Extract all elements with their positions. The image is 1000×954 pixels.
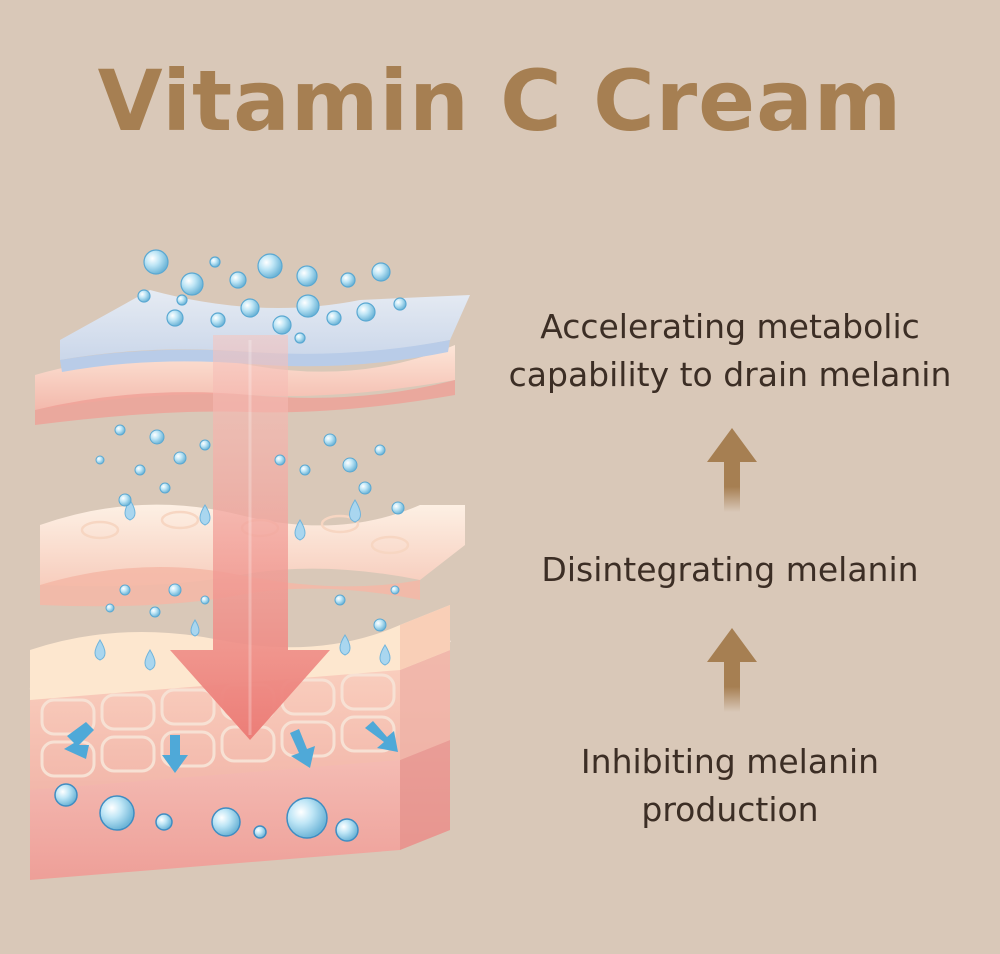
molecule-bubble-icon xyxy=(390,585,400,595)
cell-icon xyxy=(160,730,216,768)
molecule-bubble-icon xyxy=(391,501,405,515)
molecule-bubble-icon xyxy=(200,595,210,605)
step-text-line: Disintegrating melanin xyxy=(541,550,919,589)
molecule-bubble-icon xyxy=(54,783,78,807)
molecule-bubble-icon xyxy=(119,584,131,596)
molecule-bubble-icon xyxy=(114,424,126,436)
droplet-icon xyxy=(294,519,306,541)
molecule-bubble-icon xyxy=(342,457,358,473)
molecule-bubble-icon xyxy=(149,429,165,445)
molecule-bubble-icon xyxy=(257,253,283,279)
molecule-bubble-icon xyxy=(118,493,132,507)
droplet-icon xyxy=(94,639,106,661)
molecule-bubble-icon xyxy=(180,272,204,296)
molecule-bubble-icon xyxy=(166,309,184,327)
down-arrow-icon xyxy=(170,335,330,740)
molecule-bubble-icon xyxy=(229,271,247,289)
molecule-bubble-icon xyxy=(296,294,320,318)
molecule-bubble-icon xyxy=(210,312,226,328)
molecule-bubble-icon xyxy=(105,603,115,613)
molecule-bubble-icon xyxy=(358,481,372,495)
molecule-bubble-icon xyxy=(176,294,188,306)
molecule-bubble-icon xyxy=(211,807,241,837)
up-arrow-icon xyxy=(707,628,757,712)
step-text-line: Inhibiting melanin xyxy=(580,742,880,781)
molecule-bubble-icon xyxy=(340,272,356,288)
molecule-bubble-icon xyxy=(335,818,359,842)
molecule-bubble-icon xyxy=(323,433,337,447)
molecule-bubble-icon xyxy=(155,813,173,831)
molecule-bubble-icon xyxy=(99,795,135,831)
molecule-bubble-icon xyxy=(149,606,161,618)
droplet-icon xyxy=(349,499,361,523)
step-text-line: Accelerating metabolic xyxy=(540,307,920,346)
page-title: Vitamin C Cream xyxy=(97,52,903,150)
molecule-bubble-icon xyxy=(373,618,387,632)
down-arrow-icon xyxy=(365,721,398,752)
molecule-bubble-icon xyxy=(326,310,342,326)
droplet-icon xyxy=(144,649,156,671)
molecule-bubble-icon xyxy=(134,464,146,476)
cell-icon xyxy=(100,693,156,731)
molecule-bubble-icon xyxy=(356,302,376,322)
cell-icon xyxy=(160,688,216,726)
molecule-bubble-icon xyxy=(143,249,169,275)
molecule-bubble-icon xyxy=(274,454,286,466)
step-inhibiting: Inhibiting melanin production xyxy=(500,738,960,834)
cell-icon xyxy=(40,698,96,736)
molecule-bubble-icon xyxy=(299,464,311,476)
molecule-bubble-icon xyxy=(173,451,187,465)
down-arrow-icon xyxy=(162,735,188,773)
molecule-bubbles-middle xyxy=(95,424,405,632)
dermis-bubbles xyxy=(54,783,359,842)
droplet-icon xyxy=(379,644,391,666)
step-text-line: capability to drain melanin xyxy=(508,355,952,394)
molecule-bubble-icon xyxy=(209,256,221,268)
up-arrow-icon xyxy=(707,428,757,512)
molecule-bubble-icon xyxy=(199,439,211,451)
down-arrow-icon xyxy=(290,729,315,768)
molecule-bubble-icon xyxy=(296,265,318,287)
molecule-bubble-icon xyxy=(272,315,292,335)
molecule-bubble-icon xyxy=(334,594,346,606)
cell-icon xyxy=(340,673,396,711)
molecule-bubble-icon xyxy=(168,583,182,597)
step-disintegrating: Disintegrating melanin xyxy=(500,546,960,594)
molecule-bubble-icon xyxy=(393,297,407,311)
cell-icon xyxy=(100,735,156,773)
droplet-icon xyxy=(339,634,351,656)
molecule-bubble-icon xyxy=(253,825,267,839)
droplet-icon xyxy=(199,504,211,526)
molecule-bubble-icon xyxy=(159,482,171,494)
droplet-icon xyxy=(190,619,200,637)
molecule-bubble-icon xyxy=(95,455,105,465)
molecule-bubble-icon xyxy=(294,332,306,344)
droplets xyxy=(94,499,391,671)
molecule-bubble-icon xyxy=(286,797,328,839)
molecule-bubble-icon xyxy=(371,262,391,282)
molecule-bubble-icon xyxy=(240,298,260,318)
step-text-line: production xyxy=(641,790,819,829)
molecule-bubbles xyxy=(137,249,407,344)
step-accelerating-metabolic: Accelerating metabolic capability to dra… xyxy=(500,303,960,399)
skin-layers-illustration xyxy=(29,249,470,880)
molecule-bubble-icon xyxy=(374,444,386,456)
cell-icon xyxy=(40,740,96,778)
down-arrow-icon xyxy=(64,722,94,759)
absorption-arrows xyxy=(64,721,398,773)
molecule-bubble-icon xyxy=(137,289,151,303)
